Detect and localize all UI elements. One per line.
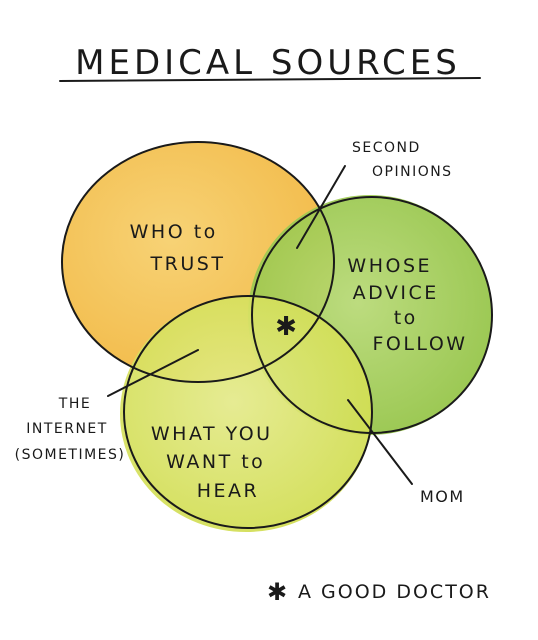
second-opinions-pointer: [296, 165, 346, 249]
legend-label: A GOOD DOCTOR: [298, 581, 491, 603]
internet-line: INTERNET: [26, 421, 108, 437]
internet-line: THE: [58, 396, 91, 412]
hear-label-line: HEAR: [197, 480, 260, 502]
advice-label-line: FOLLOW: [372, 333, 467, 355]
legend-asterisk-icon: ✱: [267, 578, 289, 606]
internet-line: (SOMETIMES): [15, 447, 126, 463]
trust-label-line: WHO to: [130, 221, 218, 243]
internet-label: THE INTERNET (SOMETIMES): [15, 396, 126, 463]
mom-pointer: [347, 399, 413, 485]
hear-circle-outline: [123, 295, 373, 529]
circle-fills: [62, 142, 492, 532]
trust-label: WHO to TRUST: [130, 221, 227, 275]
second-opinions-label: SECOND OPINIONS: [352, 140, 453, 180]
trust-circle-outline: [61, 141, 335, 383]
hear-label-line: WHAT YOU: [151, 423, 273, 445]
internet-pointer: [107, 349, 199, 397]
advice-label-line: to: [394, 307, 418, 329]
hear-label: WHAT YOU WANT to HEAR: [151, 423, 281, 502]
diagram-title: MEDICAL SOURCES: [75, 43, 461, 83]
title-underline: [59, 77, 481, 82]
second-opinions-line: SECOND: [352, 140, 421, 156]
hear-label-line: WANT to: [166, 451, 265, 473]
hear-circle-fill: [120, 296, 372, 532]
advice-label-line: WHOSE: [347, 255, 432, 277]
mom-label: MOM: [420, 487, 465, 506]
center-asterisk-icon: ✱: [275, 312, 299, 342]
advice-label-line: ADVICE: [353, 282, 439, 304]
advice-label: WHOSE ADVICE to FOLLOW: [347, 255, 467, 355]
second-opinions-line: OPINIONS: [372, 164, 453, 180]
trust-label-line: TRUST: [150, 253, 226, 275]
